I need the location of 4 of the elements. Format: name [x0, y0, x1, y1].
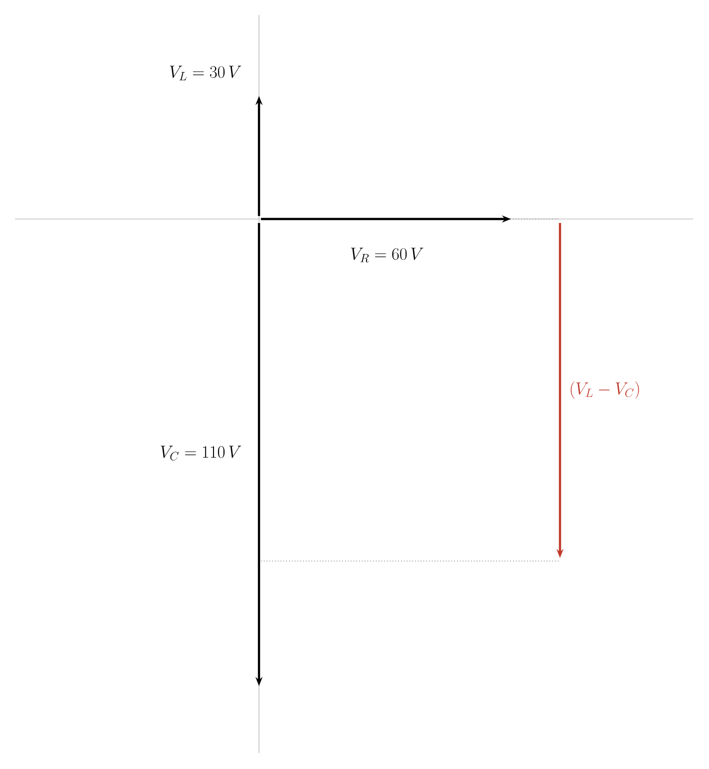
formula-label: $V_R = 60\,V$	[351, 248, 424, 262]
formula-label: $V_C = 110\,V$	[160, 446, 242, 460]
formula-label: $V_L = 30\,V$	[170, 66, 242, 80]
formula-label: $(V_L - V_C)$	[570, 381, 639, 399]
